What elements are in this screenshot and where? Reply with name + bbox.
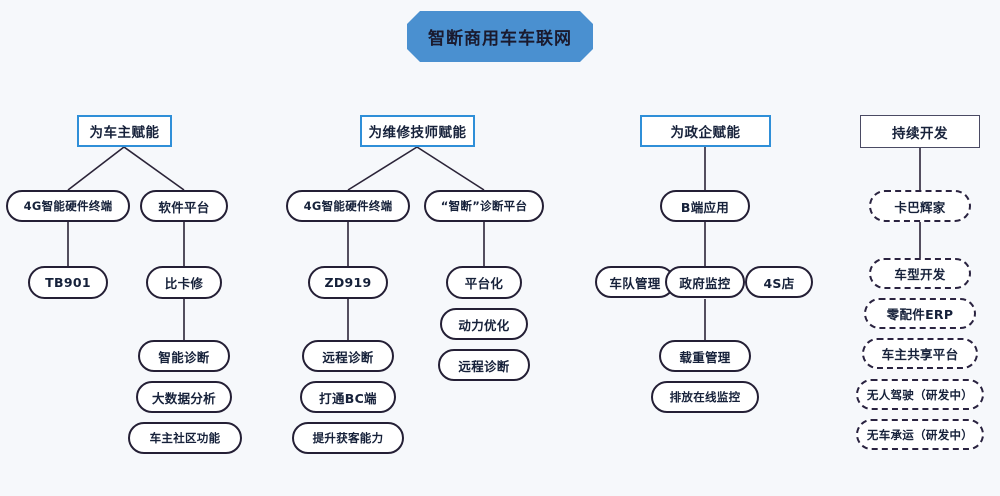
node-owner-sharing-platform[interactable]: 车主共享平台 <box>862 338 978 369</box>
diagram-title-text: 智断商用车车联网 <box>428 29 572 49</box>
node-fleet-management[interactable]: 车队管理 <box>595 266 675 298</box>
column-header-continuous-development[interactable]: 持续开发 <box>860 115 980 148</box>
node-load-management[interactable]: 载重管理 <box>659 340 751 372</box>
node-4g-hardware-terminal-technician[interactable]: 4G智能硬件终端 <box>286 190 410 222</box>
node-big-data-analysis[interactable]: 大数据分析 <box>136 381 232 413</box>
node-government-monitoring[interactable]: 政府监控 <box>665 266 745 298</box>
node-kabahuijia[interactable]: 卡巴辉家 <box>869 190 971 222</box>
node-intelligent-diagnosis-owner[interactable]: 智能诊断 <box>138 340 230 372</box>
column-header-technician[interactable]: 为维修技师赋能 <box>360 115 475 147</box>
node-platformization[interactable]: 平台化 <box>446 266 522 299</box>
node-vehicle-model-development[interactable]: 车型开发 <box>869 258 971 289</box>
node-remote-diagnosis-hardware[interactable]: 远程诊断 <box>302 340 394 372</box>
node-bikaxiu[interactable]: 比卡修 <box>146 266 222 299</box>
node-emission-online-monitoring[interactable]: 排放在线监控 <box>651 381 759 413</box>
node-4g-hardware-terminal-owner[interactable]: 4G智能硬件终端 <box>6 190 130 222</box>
node-autonomous-driving-in-development[interactable]: 无人驾驶（研发中） <box>856 379 984 410</box>
node-zhiduan-diagnostic-platform[interactable]: “智断”诊断平台 <box>424 190 544 222</box>
column-header-government-enterprise[interactable]: 为政企赋能 <box>640 115 771 147</box>
node-parts-erp[interactable]: 零配件ERP <box>864 298 976 329</box>
diagram-title-banner: 智断商用车车联网 <box>407 11 593 62</box>
node-connect-bc-side[interactable]: 打通BC端 <box>300 381 396 413</box>
node-b-side-application[interactable]: B端应用 <box>660 190 750 222</box>
node-zd919[interactable]: ZD919 <box>308 266 388 299</box>
node-carless-carrier-in-development[interactable]: 无车承运（研发中） <box>856 419 984 450</box>
node-improve-customer-acquisition[interactable]: 提升获客能力 <box>292 422 404 454</box>
node-remote-diagnosis-platform[interactable]: 远程诊断 <box>438 349 530 381</box>
column-header-owner[interactable]: 为车主赋能 <box>77 115 172 147</box>
node-power-optimization[interactable]: 动力优化 <box>440 308 528 340</box>
node-software-platform[interactable]: 软件平台 <box>140 190 228 222</box>
node-tb901[interactable]: TB901 <box>28 266 108 299</box>
node-owner-community-function[interactable]: 车主社区功能 <box>128 422 242 454</box>
node-4s-store[interactable]: 4S店 <box>745 266 813 298</box>
